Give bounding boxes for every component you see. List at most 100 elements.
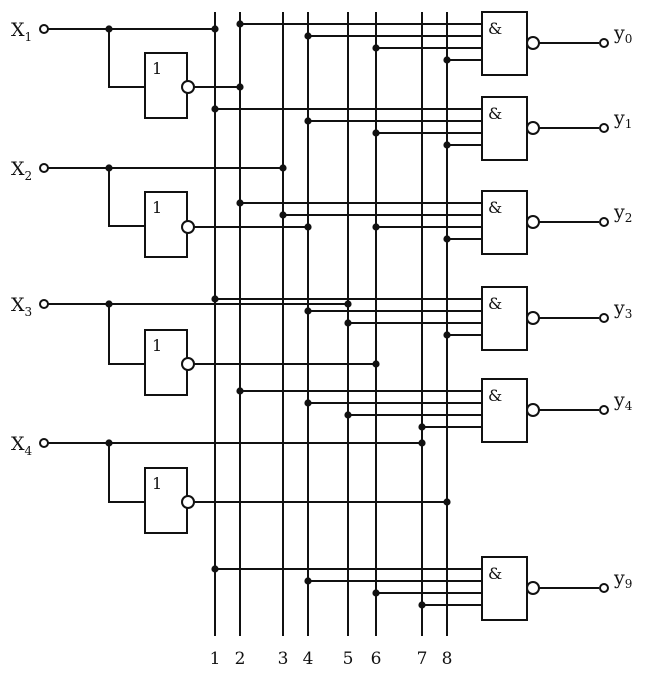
junction-dot bbox=[279, 164, 287, 172]
junction-dot bbox=[211, 295, 219, 303]
output-letter: y bbox=[613, 22, 625, 44]
output-index: 3 bbox=[625, 307, 633, 321]
and-gate bbox=[481, 556, 528, 621]
junction-dot bbox=[236, 20, 244, 28]
input-terminal bbox=[39, 438, 49, 448]
and-gate-group-5: & y9 bbox=[211, 556, 633, 621]
not-gate-symbol: 1 bbox=[152, 198, 162, 217]
bus-label-5: 5 bbox=[343, 649, 354, 669]
junction-dot bbox=[304, 32, 312, 40]
input-letter: X bbox=[11, 19, 25, 41]
bus-label-4: 4 bbox=[303, 649, 314, 669]
input-label-x4: X4 bbox=[11, 433, 33, 458]
and-gate-group-4: & y4 bbox=[236, 378, 633, 443]
not-gate-bubble bbox=[181, 80, 195, 94]
output-letter: y bbox=[613, 567, 625, 589]
output-index: 9 bbox=[625, 577, 633, 591]
junction-dot bbox=[443, 141, 451, 149]
not-gate-symbol: 1 bbox=[152, 474, 162, 493]
bus-label-1: 1 bbox=[210, 649, 221, 669]
junction-dot bbox=[279, 211, 287, 219]
input-group-x3: X3 bbox=[11, 294, 380, 396]
output-letter: y bbox=[613, 297, 625, 319]
bus-label-6: 6 bbox=[371, 649, 382, 669]
output-terminal bbox=[599, 583, 609, 593]
and-gate-bubble bbox=[526, 311, 540, 325]
output-label-y4: y4 bbox=[613, 389, 633, 413]
junction-dot bbox=[344, 300, 352, 308]
input-index: 1 bbox=[25, 30, 33, 44]
junction-dot bbox=[304, 577, 312, 585]
junction-dot bbox=[418, 439, 426, 447]
bus-label-7: 7 bbox=[417, 649, 428, 669]
junction-dot bbox=[304, 307, 312, 315]
output-label-y1: y1 bbox=[613, 107, 632, 131]
output-letter: y bbox=[613, 389, 625, 411]
junction-dot bbox=[443, 331, 451, 339]
output-index: 2 bbox=[625, 211, 633, 225]
junction-dot bbox=[304, 399, 312, 407]
junction-dot bbox=[304, 223, 312, 231]
input-label-x2: X2 bbox=[11, 158, 32, 183]
output-index: 4 bbox=[625, 399, 633, 413]
inverter-input-wire bbox=[108, 443, 145, 503]
junction-dot bbox=[372, 223, 380, 231]
and-gate-bubble bbox=[526, 403, 540, 417]
junction-dot bbox=[372, 44, 380, 52]
output-terminal bbox=[599, 38, 609, 48]
input-index: 3 bbox=[25, 305, 33, 319]
and-gate bbox=[481, 378, 528, 443]
not-gate bbox=[144, 52, 188, 119]
input-group-x4: X4 bbox=[11, 433, 451, 534]
junction-dot bbox=[211, 25, 219, 33]
not-gate-bubble bbox=[181, 495, 195, 509]
input-letter: X bbox=[11, 158, 25, 180]
junction-dot bbox=[304, 117, 312, 125]
and-gate-group-1: & y1 bbox=[211, 96, 632, 161]
input-terminal bbox=[39, 24, 49, 34]
not-gate bbox=[144, 191, 188, 258]
junction-dot bbox=[443, 498, 451, 506]
input-terminal bbox=[39, 299, 49, 309]
input-terminal bbox=[39, 163, 49, 173]
and-gate bbox=[481, 11, 528, 76]
junction-dot bbox=[236, 83, 244, 91]
junction-dot bbox=[372, 360, 380, 368]
input-index: 4 bbox=[25, 444, 33, 458]
and-gate-bubble bbox=[526, 121, 540, 135]
bus-label-8: 8 bbox=[442, 649, 453, 669]
inverter-input-wire bbox=[108, 168, 145, 227]
junction-dot bbox=[372, 589, 380, 597]
and-gate bbox=[481, 96, 528, 161]
junction-dot bbox=[211, 565, 219, 573]
input-index: 2 bbox=[25, 169, 33, 183]
inverter-input-wire bbox=[108, 29, 145, 88]
and-gate-group-3: & y3 bbox=[211, 286, 632, 351]
junction-dot bbox=[344, 319, 352, 327]
junction-dot bbox=[418, 601, 426, 609]
junction-dot bbox=[418, 423, 426, 431]
output-label-y0: y0 bbox=[613, 22, 632, 46]
and-gate-symbol: & bbox=[488, 294, 502, 313]
and-gate-symbol: & bbox=[488, 386, 502, 405]
input-group-x1: X1 bbox=[11, 19, 244, 119]
not-gate-bubble bbox=[181, 357, 195, 371]
and-gate-symbol: & bbox=[488, 564, 502, 583]
output-terminal bbox=[599, 405, 609, 415]
and-gate-bubble bbox=[526, 581, 540, 595]
not-gate-symbol: 1 bbox=[152, 336, 162, 355]
bus-label-3: 3 bbox=[278, 649, 289, 669]
output-index: 1 bbox=[625, 117, 633, 131]
output-letter: y bbox=[613, 201, 625, 223]
and-gate-bubble bbox=[526, 36, 540, 50]
and-gate-symbol: & bbox=[488, 19, 502, 38]
output-terminal bbox=[599, 313, 609, 323]
output-terminal bbox=[599, 217, 609, 227]
output-label-y2: y2 bbox=[613, 201, 632, 225]
input-letter: X bbox=[11, 294, 25, 316]
and-gate-symbol: & bbox=[488, 198, 502, 217]
and-gate-symbol: & bbox=[488, 104, 502, 123]
output-label-y3: y3 bbox=[613, 297, 632, 321]
input-label-x3: X3 bbox=[11, 294, 32, 319]
